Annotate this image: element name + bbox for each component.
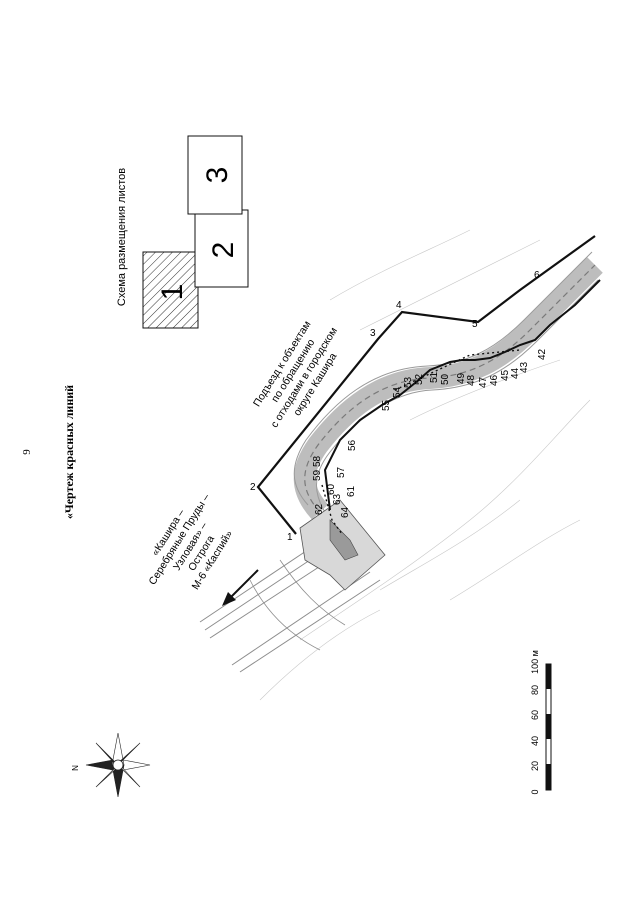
point-54: 54 (392, 386, 403, 398)
point-46: 46 (489, 374, 500, 386)
point-42: 42 (537, 348, 548, 360)
point-4: 4 (396, 300, 402, 311)
point-63: 63 (332, 493, 343, 505)
sheet-2-label: 2 (207, 242, 240, 259)
scale-tick-0: 0 (530, 789, 540, 794)
point-2: 2 (250, 482, 256, 493)
point-59: 59 (312, 469, 323, 481)
compass-rose-icon: N (71, 732, 151, 798)
sheet-1-frame (142, 251, 199, 329)
point-55: 55 (381, 399, 392, 411)
point-1: 1 (287, 532, 293, 543)
point-56: 56 (347, 439, 358, 451)
point-6: 6 (534, 270, 540, 281)
point-58: 58 (312, 455, 323, 467)
sheet-layout-scheme: Схема размещения листов 1 2 3 (116, 135, 249, 329)
point-44: 44 (510, 367, 521, 379)
sheet-3-frame (187, 135, 243, 215)
sheet-2-frame (194, 209, 249, 288)
point-49: 49 (456, 372, 467, 384)
sheet-3-label: 3 (201, 167, 234, 184)
point-3: 3 (370, 328, 376, 339)
red-line-south (323, 279, 601, 511)
point-53: 53 (403, 376, 414, 388)
scale-tick-40: 40 (530, 736, 540, 746)
point-5: 5 (472, 319, 478, 330)
highway-label: «Кашира – Серебряные Пруды – Узловая» – … (146, 492, 235, 592)
scale-tick-20: 20 (530, 761, 540, 771)
point-47: 47 (478, 376, 489, 388)
red-line-north (256, 235, 596, 535)
page-number: 9 (21, 449, 33, 455)
point-50: 50 (440, 373, 451, 385)
point-labels: 1 2 3 4 5 6 42 43 44 45 46 47 48 49 50 5… (250, 270, 548, 543)
point-57: 57 (336, 466, 347, 478)
scale-tick-80: 80 (530, 685, 540, 695)
scale-bar: 0 20 40 60 80 100 м (530, 650, 552, 795)
point-51: 51 (429, 371, 440, 383)
access-road (293, 251, 603, 521)
point-64: 64 (340, 506, 351, 518)
scale-tick-60: 60 (530, 710, 540, 720)
page-title: «Чертеж красных линий (62, 385, 76, 519)
point-52: 52 (414, 373, 425, 385)
scheme-title: Схема размещения листов (116, 168, 128, 306)
point-45: 45 (500, 369, 511, 381)
direction-arrow-icon (222, 569, 259, 606)
scale-tick-100: 100 м (530, 650, 540, 674)
compass-north-label: N (71, 765, 80, 771)
terrain-background (259, 229, 591, 701)
point-62: 62 (314, 503, 325, 515)
facility-area (299, 499, 386, 591)
point-48: 48 (466, 374, 477, 386)
point-61: 61 (346, 485, 357, 497)
point-43: 43 (519, 361, 530, 373)
red-line-south-dashes (321, 349, 521, 535)
sheet-1-label: 1 (156, 284, 189, 301)
point-60: 60 (326, 483, 337, 495)
